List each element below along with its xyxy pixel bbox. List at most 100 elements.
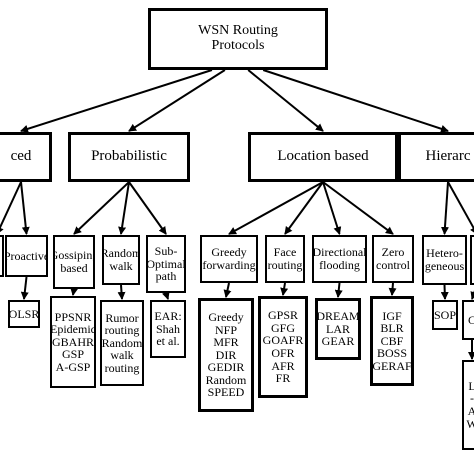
connector-arrow	[117, 284, 126, 300]
protocol-list-node-line: routing	[104, 323, 140, 338]
root-node-line: WSN Routing	[198, 23, 278, 39]
protocol-list-node-line: et al.	[156, 334, 180, 349]
protocol-list-node-line: CBF	[380, 333, 404, 348]
subcategory-node: Proactive	[5, 235, 48, 277]
protocol-list-node: SOP	[432, 300, 458, 330]
protocol-list-node-line: SOP	[434, 307, 457, 322]
connector-arrow	[20, 276, 29, 300]
protocol-list-node-line: SPEED	[207, 385, 245, 400]
protocol-list-node-line: walk	[110, 348, 134, 363]
protocol-list-node-line: GPSR	[267, 308, 299, 323]
subcategory-node	[0, 235, 4, 277]
connector-arrow	[128, 69, 226, 132]
subcategory-node-line: forwarding	[202, 258, 256, 272]
protocol-list-node-line: GBAHR	[52, 334, 95, 349]
subcategory-node-line: Optimal	[146, 256, 186, 271]
connector-arrow	[20, 69, 213, 133]
subcategory-node	[470, 235, 474, 285]
protocol-list-node-line: GEDIR	[207, 360, 245, 375]
protocol-list-node-line: Shah	[156, 321, 180, 336]
subcategory-node-line: Zero	[381, 245, 405, 260]
connector-arrow	[0, 181, 22, 235]
subcategory-node-line: flooding	[319, 258, 360, 272]
protocol-list-node-line: L	[468, 380, 474, 393]
protocol-list-node: OLSR	[8, 300, 40, 328]
protocol-list-node-line: GSP	[61, 347, 84, 362]
category-node-line: Hierarc	[425, 148, 471, 165]
protocol-list-node-line: BOSS	[376, 346, 408, 361]
protocol-list-node-line: GOAFR	[262, 333, 304, 348]
protocol-list-node-line: A-GSP	[55, 359, 91, 374]
subcategory-node-line: Sub-	[154, 244, 178, 259]
protocol-list-node-line: Random	[101, 335, 143, 350]
category-node-line: Probabilistic	[91, 148, 167, 165]
connector-arrow	[20, 181, 30, 235]
protocol-list-node-line: AFR	[271, 358, 295, 373]
protocol-list-node-line: MFR	[213, 335, 239, 350]
category-node: ced	[0, 132, 52, 182]
protocol-list-node-line: Epidemic	[50, 322, 96, 337]
connector-arrow	[280, 282, 289, 296]
protocol-list-node-line: DIR	[215, 347, 237, 362]
category-node: Probabilistic	[68, 132, 190, 182]
subcategory-node-line: control	[376, 258, 410, 272]
connector-arrow	[284, 181, 324, 235]
connector-arrow	[322, 181, 394, 235]
protocol-list-node-line: OLSR	[8, 306, 40, 321]
connector-arrow	[334, 282, 343, 298]
protocol-list-node-line: GERAF	[372, 358, 412, 373]
protocol-list-node-line: C	[468, 314, 474, 327]
subcategory-node-line: geneous	[424, 259, 465, 273]
protocol-list-node: C	[462, 300, 474, 340]
protocol-list-node-line: -	[470, 391, 474, 406]
connector-arrow	[447, 181, 474, 235]
subcategory-node-line: based	[60, 261, 88, 275]
connector-arrow	[470, 290, 474, 300]
protocol-list-node-line: NFP	[214, 322, 237, 337]
protocol-list-node-line: OFR	[271, 346, 295, 360]
connector-arrow	[440, 284, 449, 300]
category-node-line: ced	[10, 148, 32, 165]
protocol-list-node-line: routing	[104, 360, 140, 375]
protocol-list-node-line: EAR:	[154, 309, 182, 324]
protocol-list-node-line: BLR	[380, 321, 404, 336]
connector-arrow	[223, 282, 232, 298]
protocol-list-node-line: IGF	[382, 308, 402, 323]
connector-arrow	[70, 287, 79, 296]
protocol-list-node-line: GEAR	[321, 334, 355, 349]
connector-arrow	[161, 291, 170, 300]
subcategory-node-line: Directional	[312, 245, 367, 260]
protocol-list-node-line: FR	[275, 371, 291, 386]
subcategory-node-line: walk	[109, 259, 133, 273]
connector-arrow	[440, 181, 449, 235]
root-node-line: Protocols	[211, 38, 265, 53]
protocol-list-node-line: Random	[205, 372, 247, 387]
subcategory-node-line: Proactive	[5, 248, 48, 263]
category-node: Hierarc	[398, 132, 474, 182]
subcategory-node: Hetero-geneous	[422, 235, 467, 285]
protocol-list-node: L-AW	[462, 360, 474, 450]
protocol-list-node-line: GFG	[270, 320, 295, 335]
subcategory-node-line: Greedy	[211, 245, 247, 260]
protocol-list-node-line: W	[466, 417, 474, 431]
protocol-list-node-line: Rumor	[105, 310, 139, 325]
protocol-list-node-line: LAR	[326, 321, 350, 336]
connector-arrow	[247, 69, 324, 132]
subcategory-node-line: Hetero-	[426, 246, 463, 261]
connector-arrow	[388, 282, 397, 296]
connector-arrow	[228, 181, 324, 235]
category-node: Location based	[248, 132, 398, 182]
